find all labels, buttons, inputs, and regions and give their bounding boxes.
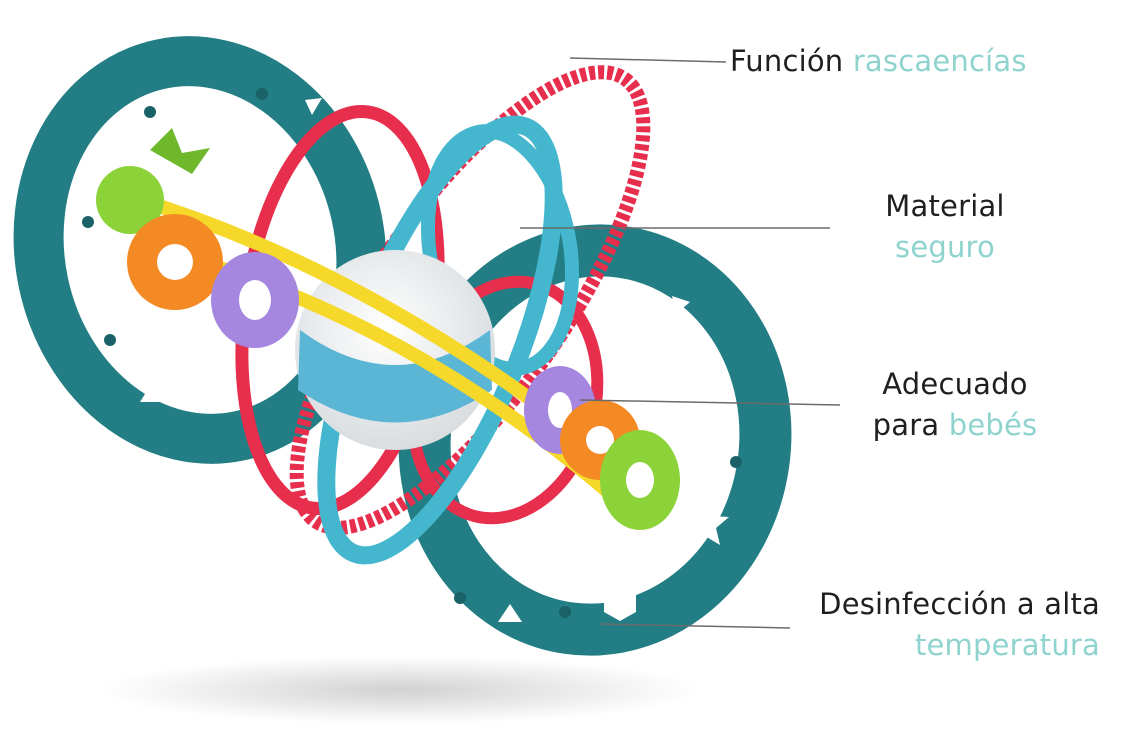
- hexagon-cutout-icon: [604, 585, 636, 621]
- callout-desinfeccion: Desinfección a alta temperatura: [780, 584, 1100, 666]
- callout-line-1: [569, 57, 727, 63]
- green-fruit-teether-left: [96, 128, 210, 234]
- floor-shadow: [100, 656, 700, 724]
- callout-lines: [520, 57, 841, 629]
- purple-ring-teether: [211, 252, 299, 348]
- callout-4-text: Desinfección a alta: [819, 587, 1100, 621]
- callout-2-accent: seguro: [895, 230, 995, 264]
- hexagon-cutout-icon: [190, 92, 220, 124]
- callout-1-text: Función: [730, 44, 844, 78]
- callout-line-4: [599, 623, 791, 629]
- left-teal-ring: [13, 36, 387, 464]
- hexagon-cutout-icon: [86, 278, 114, 310]
- callout-4-accent: temperatura: [914, 628, 1100, 662]
- callout-adecuado-bebes: Adecuado para bebés: [850, 364, 1060, 446]
- callout-3-line2: para: [872, 408, 940, 442]
- callout-line-3: [579, 399, 841, 406]
- triangle-cutout-icon: [140, 386, 160, 402]
- callout-1-accent: rascaencías: [852, 44, 1027, 78]
- star-cutout-icon: [681, 500, 729, 545]
- callout-material-seguro: Material seguro: [860, 186, 1030, 268]
- triangle-cutout-icon: [672, 296, 690, 314]
- green-fruit-teether-right: [600, 430, 680, 530]
- orange-gear-teether: [127, 214, 223, 310]
- callout-rascaencias: Función rascaencías: [730, 41, 1027, 82]
- dot-cutout-icon: [104, 334, 116, 346]
- dot-cutout-icon: [454, 592, 466, 604]
- dot-cutout-icon: [82, 216, 94, 228]
- callout-2-text: Material: [885, 189, 1005, 223]
- dot-cutout-icon: [256, 88, 268, 100]
- triangle-cutout-icon: [498, 604, 522, 622]
- hexagon-cutout-icon: [706, 394, 734, 426]
- triangle-cutout-icon: [305, 98, 322, 115]
- callout-3-accent: bebés: [948, 408, 1038, 442]
- dot-cutout-icon: [730, 456, 742, 468]
- dot-cutout-icon: [144, 106, 156, 118]
- callout-3-text: Adecuado: [882, 367, 1028, 401]
- dot-cutout-icon: [559, 606, 571, 618]
